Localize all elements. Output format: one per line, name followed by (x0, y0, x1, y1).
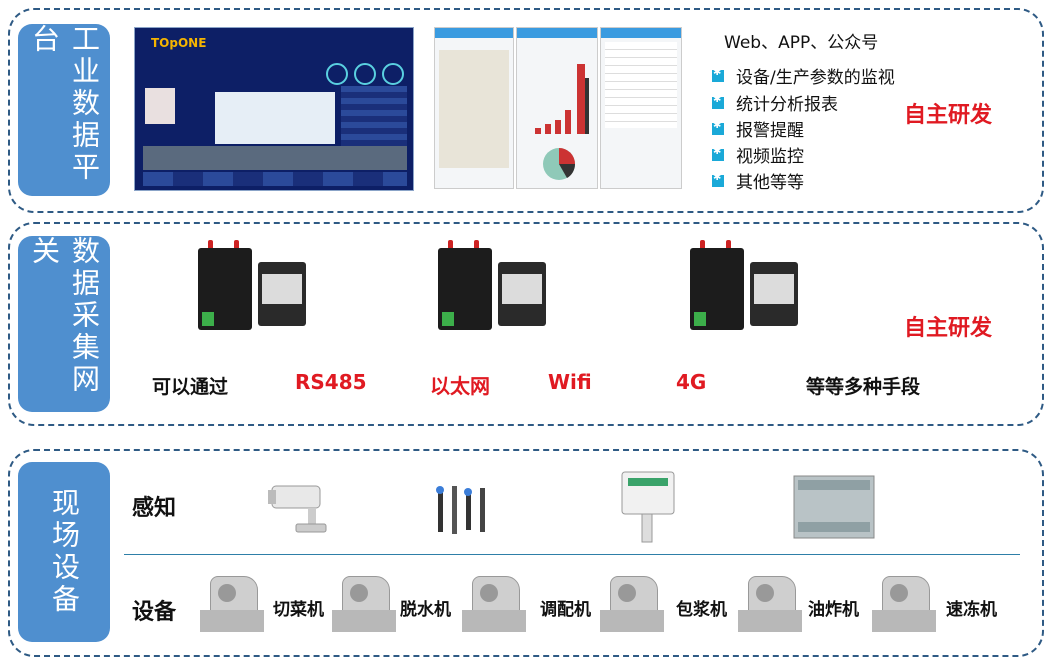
gateway-intro: 可以通过 (152, 376, 229, 398)
field-panel (8, 449, 1044, 657)
plc-controller-icon (793, 475, 875, 539)
feature-label: 设备/生产参数的监视 (736, 68, 895, 88)
star-bullet-icon (712, 67, 724, 82)
map-area (439, 50, 509, 168)
dashboard-bottom-table (143, 172, 407, 186)
feature-label: 其他等等 (736, 173, 804, 193)
method-ethernet: 以太网 (430, 374, 490, 398)
app-map-screen (434, 27, 514, 189)
machine-icon (872, 568, 936, 632)
machine-icon (600, 568, 664, 632)
platform-panel (8, 8, 1044, 213)
chart-header (517, 28, 597, 38)
machine-label: 包浆机 (676, 600, 727, 620)
machine-label: 切菜机 (273, 600, 324, 620)
machine-icon (738, 568, 802, 632)
app-bar-chart (535, 64, 589, 134)
method-wifi: Wifi (548, 370, 592, 394)
star-bullet-icon (712, 146, 724, 161)
list-body (605, 42, 677, 128)
list-header (601, 28, 681, 38)
gateway-section-title: 数据采集网关 (18, 236, 110, 412)
star-bullet-icon (712, 120, 724, 135)
feature-item: 视频监控 (712, 142, 804, 167)
map-header (435, 28, 513, 38)
feature-item: 统计分析报表 (712, 90, 838, 115)
platform-badge: 自主研发 (904, 103, 993, 128)
method-rs485: RS485 (295, 370, 367, 394)
machine-icon (332, 568, 396, 632)
platform-channels: Web、APP、公众号 (724, 33, 879, 53)
temperature-humidity-sensor-icon (621, 471, 675, 543)
field-section-title: 现场设备 (18, 462, 110, 642)
gateway-badge: 自主研发 (904, 316, 993, 341)
app-pie-chart (543, 148, 576, 180)
platform-section-title: 工业数据平台 (18, 24, 110, 196)
feature-label: 报警提醒 (736, 121, 804, 141)
dashboard-gauges (325, 62, 405, 86)
machine-label: 调配机 (540, 600, 591, 620)
method-4g: 4G (676, 370, 707, 394)
dashboard-screenshot: TOpONE (134, 27, 414, 191)
equipment-label: 设备 (132, 600, 177, 625)
star-bullet-icon (712, 94, 724, 109)
star-bullet-icon (712, 172, 724, 187)
probe-sensors-icon (436, 486, 485, 534)
dashboard-table (341, 86, 407, 148)
app-chart-screen (516, 27, 598, 189)
dashboard-video-strip (143, 146, 407, 170)
dashboard-logo: TOpONE (151, 36, 207, 50)
dashboard-photo (145, 88, 175, 124)
feature-label: 视频监控 (736, 147, 804, 167)
section-divider (124, 554, 1020, 555)
dashboard-process-line (215, 92, 335, 144)
gateway-panel (8, 222, 1044, 426)
feature-label: 统计分析报表 (736, 95, 838, 115)
machine-label: 脱水机 (400, 600, 451, 620)
feature-item: 其他等等 (712, 168, 804, 193)
machine-icon (462, 568, 526, 632)
machine-label: 油炸机 (808, 600, 859, 620)
camera-icon (268, 485, 327, 533)
sensing-label: 感知 (132, 496, 177, 521)
machine-icon (200, 568, 264, 632)
machine-label: 速冻机 (946, 600, 997, 620)
app-list-screen (600, 27, 682, 189)
feature-item: 设备/生产参数的监视 (712, 63, 895, 88)
gateway-outro: 等等多种手段 (806, 376, 921, 398)
feature-item: 报警提醒 (712, 116, 804, 141)
